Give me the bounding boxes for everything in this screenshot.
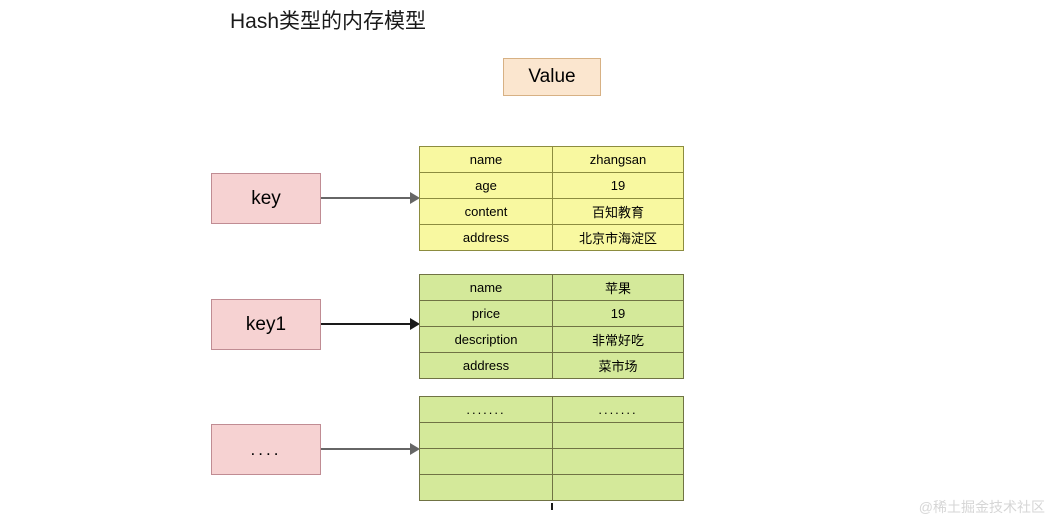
key-box-1-label: key1 [245, 313, 287, 335]
arrow-key-to-table-1 [321, 192, 420, 204]
table-row: address 菜市场 [419, 352, 684, 379]
arrow-head-icon [410, 443, 420, 455]
key-box-1[interactable]: key1 [211, 299, 321, 350]
key-box-0-label: key [251, 187, 281, 209]
field-cell: age [419, 172, 553, 199]
value-cell [552, 474, 684, 501]
value-cell: 非常好吃 [552, 326, 684, 353]
field-cell: name [419, 146, 553, 173]
value-cell: 北京市海淀区 [552, 224, 684, 251]
key-box-2[interactable]: .... [211, 424, 321, 475]
field-cell [419, 448, 553, 475]
table-row: content 百知教育 [419, 198, 684, 225]
field-cell: address [419, 352, 553, 379]
table-row: name 苹果 [419, 274, 684, 301]
arrow-line [321, 323, 411, 325]
field-cell: ....... [419, 396, 553, 423]
value-legend-label: Value [528, 66, 576, 87]
table-row: description 非常好吃 [419, 326, 684, 353]
value-cell [552, 422, 684, 449]
arrow-head-icon [410, 192, 420, 204]
table-row [419, 448, 684, 475]
field-cell: address [419, 224, 553, 251]
table-row: age 19 [419, 172, 684, 199]
arrow-head-icon [410, 318, 420, 330]
value-cell: zhangsan [552, 146, 684, 173]
value-legend-box: Value [503, 58, 601, 96]
table-row [419, 422, 684, 449]
value-cell: 19 [552, 300, 684, 327]
watermark: @稀土掘金技术社区 [918, 499, 1045, 515]
value-cell: 苹果 [552, 274, 684, 301]
key-box-2-label: .... [250, 439, 282, 459]
page-title: Hash类型的内存模型 [230, 10, 427, 33]
field-cell: description [419, 326, 553, 353]
value-cell: ....... [552, 396, 684, 423]
hash-table-1: name zhangsan age 19 content 百知教育 addres… [419, 146, 684, 251]
hash-table-2: name 苹果 price 19 description 非常好吃 addres… [419, 274, 684, 379]
table-row: name zhangsan [419, 146, 684, 173]
field-cell: content [419, 198, 553, 225]
table-row: address 北京市海淀区 [419, 224, 684, 251]
table-row: ....... ....... [419, 396, 684, 423]
arrow-line [321, 448, 411, 450]
arrow-key1-to-table-2 [321, 318, 420, 330]
table-row: price 19 [419, 300, 684, 327]
arrow-keyn-to-table-3 [321, 443, 420, 455]
key-box-0[interactable]: key [211, 173, 321, 224]
hash-table-3: ....... ....... [419, 396, 684, 501]
value-cell: 19 [552, 172, 684, 199]
arrow-line [321, 197, 411, 199]
value-cell [552, 448, 684, 475]
value-cell: 百知教育 [552, 198, 684, 225]
field-cell [419, 474, 553, 501]
value-cell: 菜市场 [552, 352, 684, 379]
table-divider-tick [551, 503, 553, 510]
field-cell [419, 422, 553, 449]
field-cell: name [419, 274, 553, 301]
table-row [419, 474, 684, 501]
field-cell: price [419, 300, 553, 327]
